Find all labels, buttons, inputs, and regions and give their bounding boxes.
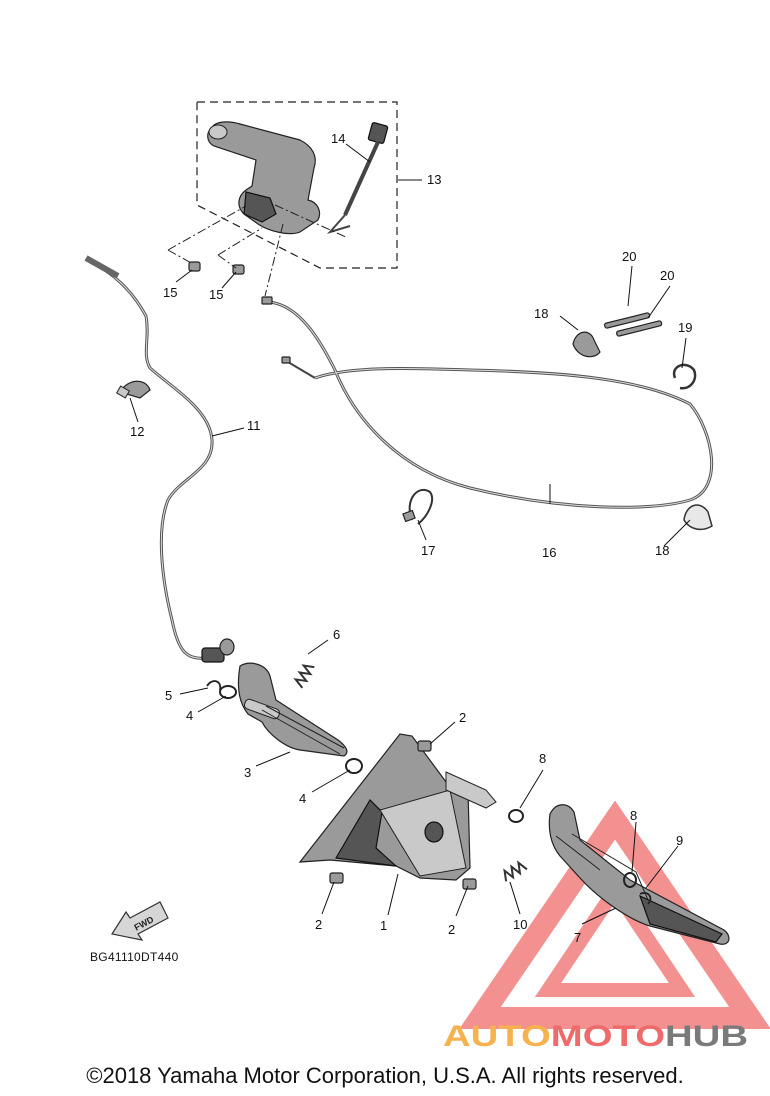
- tie-20-right: [616, 320, 663, 337]
- watermark-part-moto: MOTO: [551, 1020, 665, 1053]
- bolt-2-right: [462, 878, 477, 890]
- brake-pedal-7: [548, 804, 730, 945]
- callout-10: 10: [513, 917, 527, 932]
- washer-4-lower: [345, 758, 363, 774]
- spring-6: [293, 664, 315, 689]
- callout-1: 1: [380, 918, 387, 933]
- watermark-part-hub: HUB: [665, 1020, 748, 1053]
- callout-9: 9: [676, 833, 683, 848]
- copyright-footer: ©2018 Yamaha Motor Corporation, U.S.A. A…: [86, 1063, 684, 1088]
- assembly-guide-lines: [261, 705, 649, 901]
- clamp-12: [115, 380, 151, 399]
- callout-4-upper: 4: [186, 708, 193, 723]
- clamp-18-top: [572, 331, 601, 358]
- bolt-2-left: [329, 872, 344, 884]
- washer-4-upper: [219, 685, 237, 699]
- tie-20-left: [604, 312, 651, 329]
- pedal-bracket-1: [298, 733, 497, 881]
- callout-3: 3: [244, 765, 251, 780]
- pedal-arm-3: [237, 662, 348, 757]
- callout-17: 17: [421, 543, 435, 558]
- callout-7: 7: [574, 930, 581, 945]
- callout-15-right: 15: [209, 287, 223, 302]
- cable-11: [84, 255, 235, 663]
- clip-5: [206, 680, 222, 691]
- callout-2-right: 2: [448, 922, 455, 937]
- callout-13: 13: [427, 172, 441, 187]
- lever-switch-cable: [326, 122, 389, 234]
- cable-16: [261, 296, 714, 509]
- clamp-17: [402, 489, 434, 525]
- callout-12: 12: [130, 424, 144, 439]
- clip-9: [639, 892, 652, 905]
- bolt-2-top: [417, 740, 432, 752]
- callout-2-top: 2: [459, 710, 466, 725]
- washer-8-middle: [508, 809, 524, 823]
- callout-8-middle: 8: [539, 751, 546, 766]
- callout-8-right: 8: [630, 808, 637, 823]
- fwd-arrow-icon: FWD: [111, 901, 169, 941]
- callout-5: 5: [165, 688, 172, 703]
- callout-2-left: 2: [315, 917, 322, 932]
- assembly-outline: [196, 101, 398, 269]
- bolt-15-right: [232, 264, 245, 275]
- callout-16: 16: [542, 545, 556, 560]
- callout-20-left: 20: [622, 249, 636, 264]
- callout-4-lower: 4: [299, 791, 306, 806]
- callout-11: 11: [247, 418, 261, 433]
- callout-14: 14: [331, 131, 345, 146]
- clamp-18-right: [683, 504, 713, 531]
- clamp-19: [672, 363, 697, 390]
- callout-15-left: 15: [163, 285, 177, 300]
- callout-18-right: 18: [655, 543, 669, 558]
- parking-lever-assembly: [207, 121, 321, 235]
- alignment-lines: [167, 204, 349, 297]
- washer-8-right: [623, 872, 637, 888]
- bolt-15-left: [188, 261, 201, 272]
- diagram-code: BG41110DT440: [90, 950, 179, 964]
- callout-18-top: 18: [534, 306, 548, 321]
- spring-10: [503, 860, 528, 882]
- callout-19: 19: [678, 320, 692, 335]
- callout-20-right: 20: [660, 268, 674, 283]
- callout-6: 6: [333, 627, 340, 642]
- watermark-part-auto: AUTO: [443, 1020, 551, 1053]
- leader-lines: [129, 143, 691, 925]
